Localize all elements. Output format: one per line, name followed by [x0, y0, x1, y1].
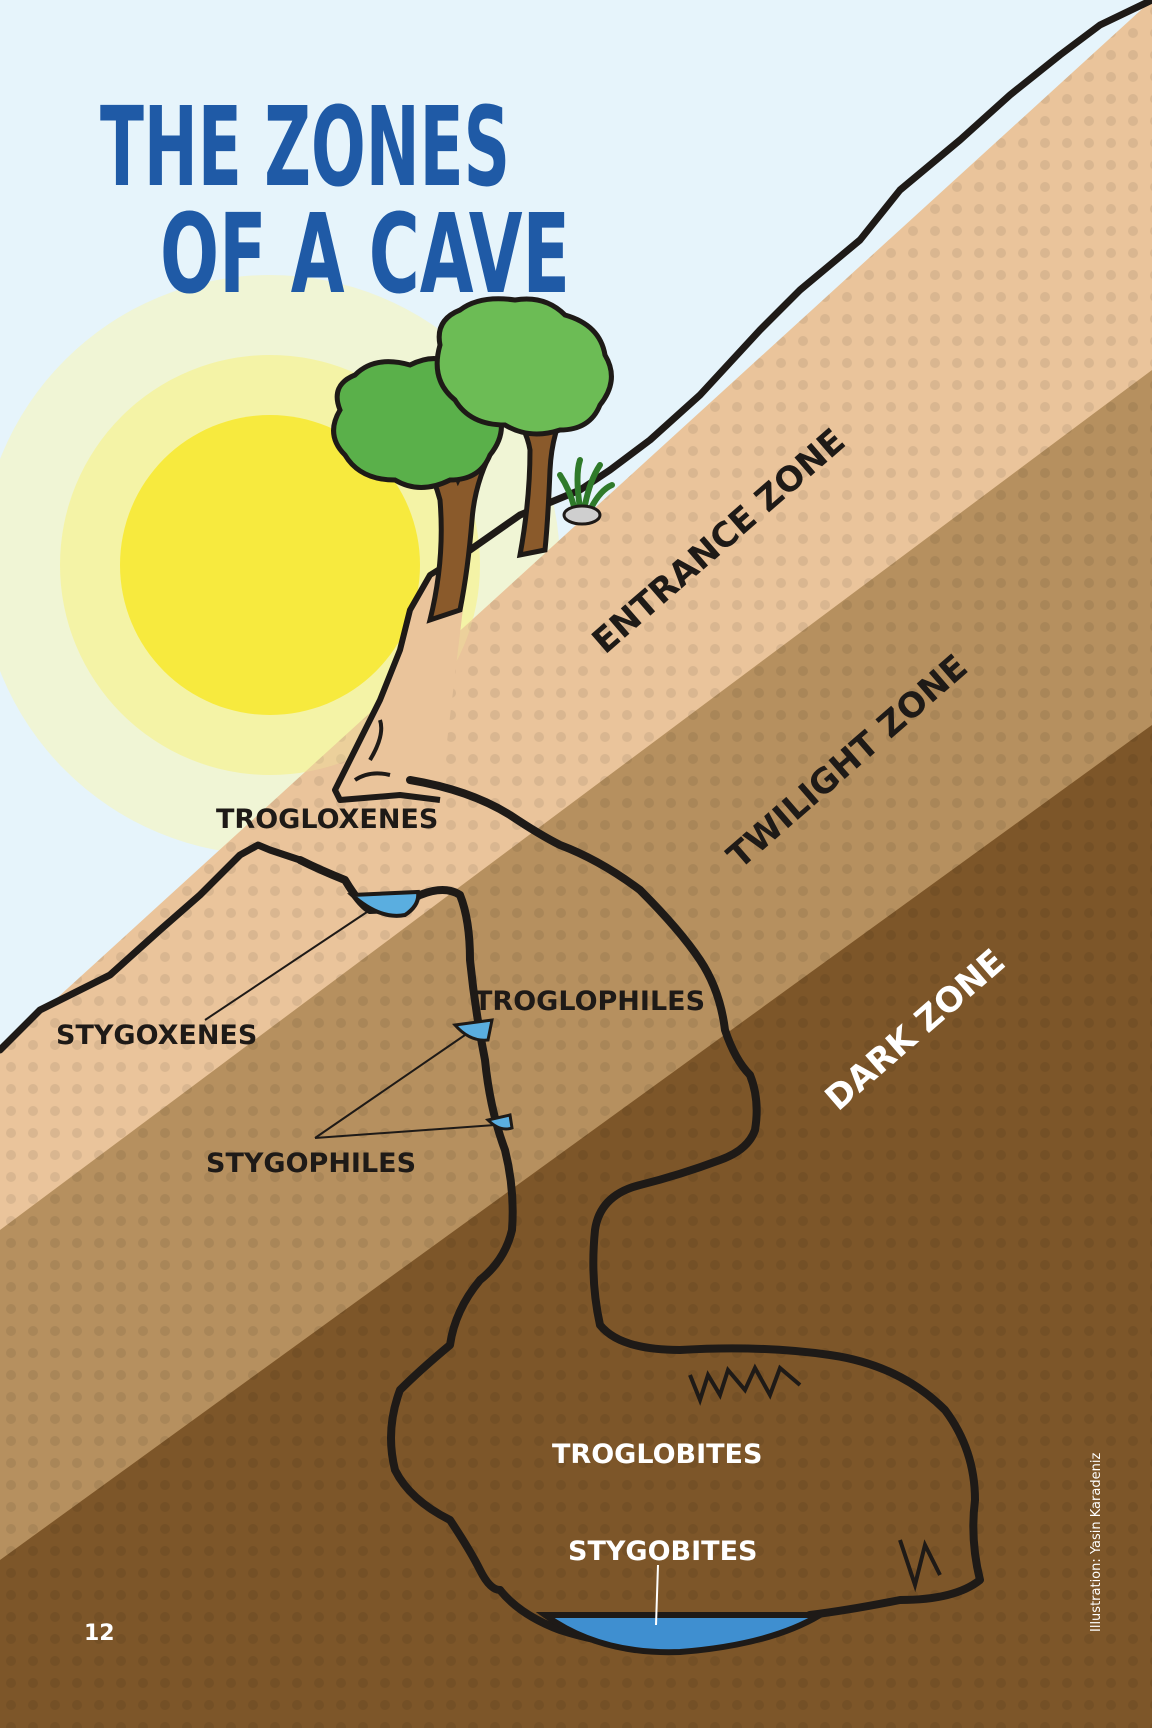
page-number: 12: [84, 1621, 115, 1646]
trogloxenes-label: TROGLOXENES: [216, 804, 438, 835]
title: THE ZONES OF A CAVE: [100, 83, 570, 318]
title-line-2: OF A CAVE: [160, 190, 570, 318]
stygophiles-label: STYGOPHILES: [206, 1148, 416, 1179]
stygoxenes-label: STYGOXENES: [56, 1020, 257, 1051]
troglobites-label: TROGLOBITES: [552, 1439, 762, 1470]
illustration-credit: Illustration: Yasin Karadeniz: [1089, 1453, 1104, 1632]
troglophiles-label: TROGLOPHILES: [474, 986, 705, 1017]
stygobites-label: STYGOBITES: [568, 1536, 757, 1567]
